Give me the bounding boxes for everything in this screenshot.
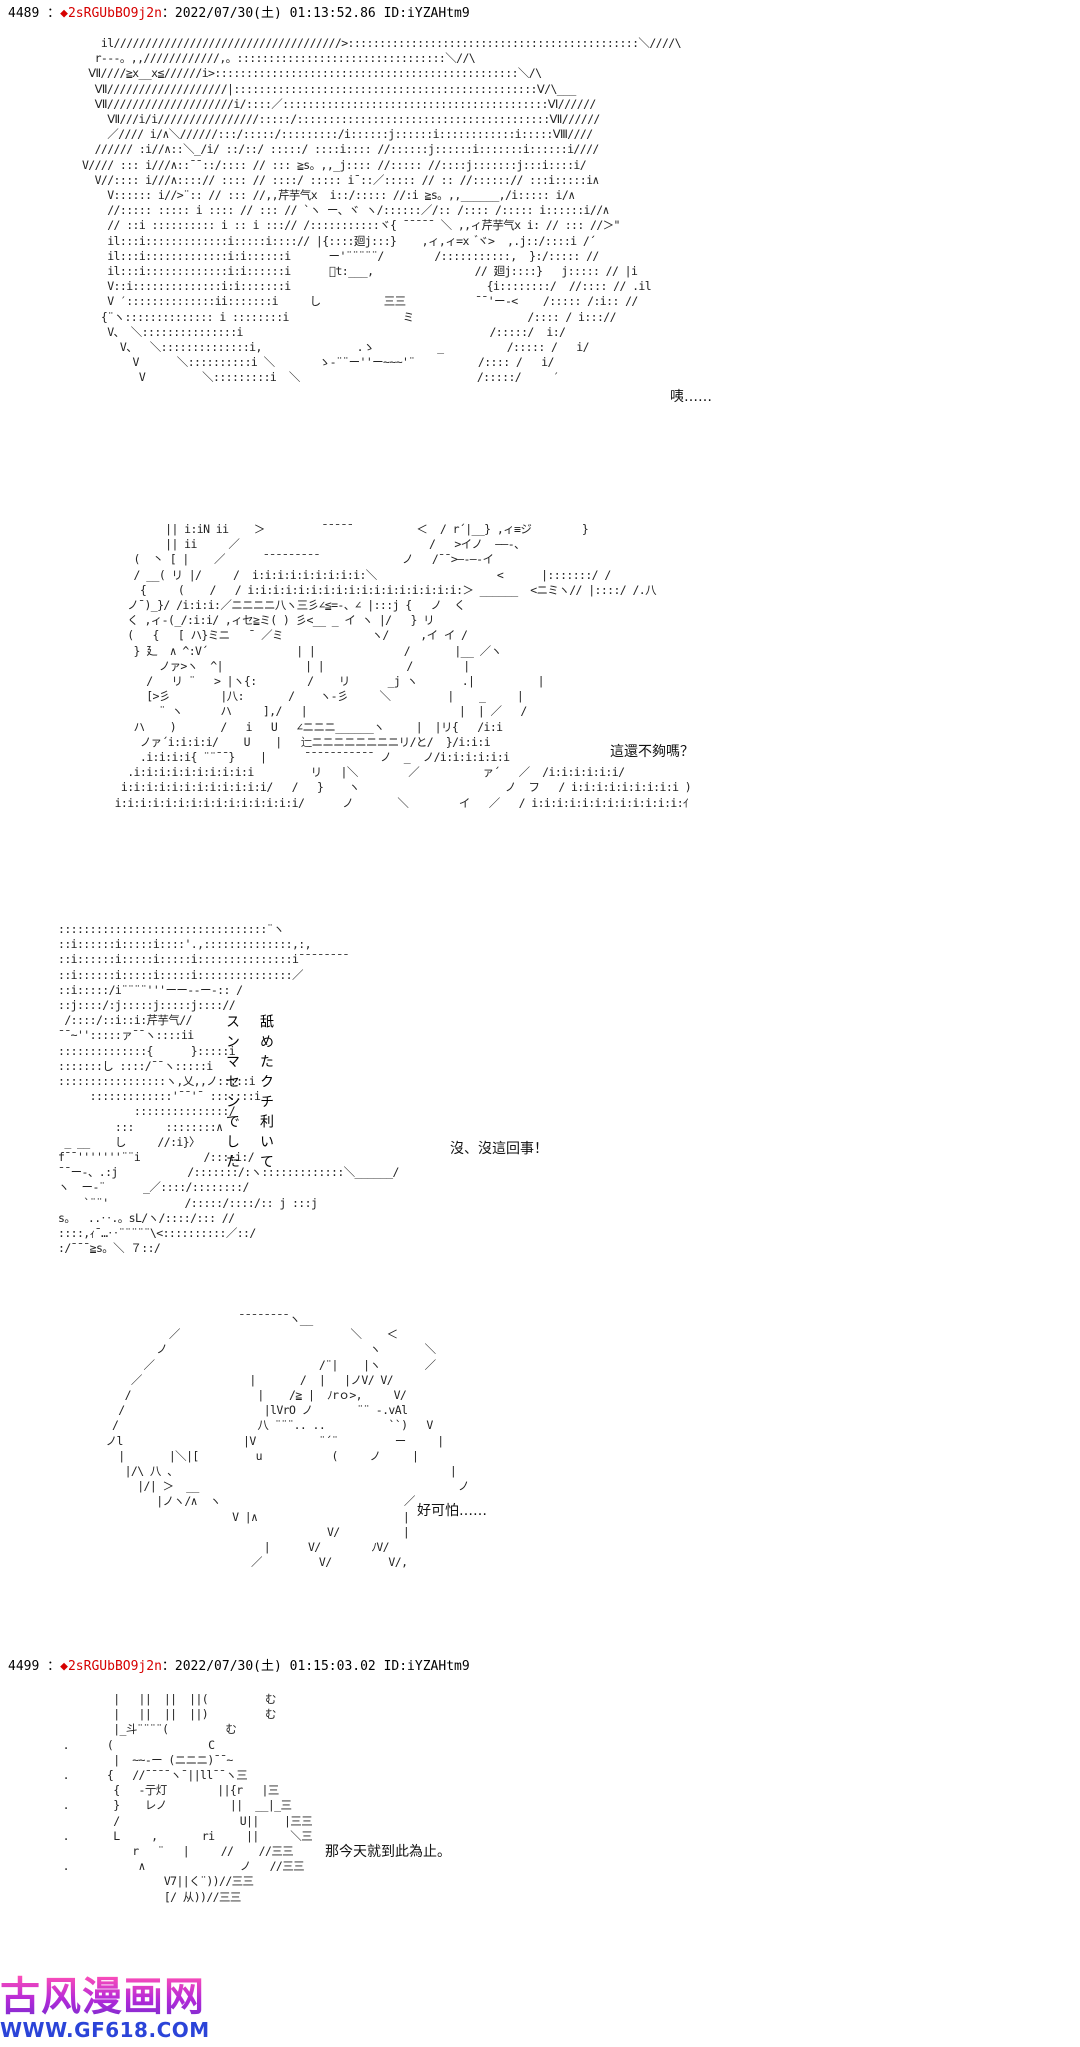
post-timestamp: ：2022/07/30(土) 01:15:03.02 (161, 1659, 376, 1674)
post-id[interactable]: ID:iYZAHtm9 (383, 1659, 470, 1674)
trip-mark-icon: ◆ (60, 6, 68, 21)
trip-mark-icon: ◆ (60, 1659, 68, 1674)
aa-vertical-col-1: スンマセンでした (224, 1014, 240, 1174)
dialog-line-5: 那今天就到此為止。 (325, 1844, 451, 1860)
post-id[interactable]: ID:iYZAHtm9 (383, 6, 470, 21)
post-separator: ： (47, 6, 61, 21)
watermark-logo: 古风漫画网 (0, 1975, 240, 2019)
post-header-4489: 4489 ：◆2sRGUbBO9j2n：2022/07/30(土) 01:13:… (8, 6, 470, 22)
post-trip[interactable]: 2sRGUbBO9j2n (67, 1659, 162, 1674)
post-number: 4499 (8, 1659, 40, 1674)
post-trip[interactable]: 2sRGUbBO9j2n (67, 6, 162, 21)
post-header-4499: 4499 ：◆2sRGUbBO9j2n：2022/07/30(土) 01:15:… (8, 1659, 470, 1675)
dialog-line-3: 沒、沒這回事！ (450, 1141, 548, 1157)
aa-panel-girl-hat: il////////////////////////////////////>:… (44, 36, 682, 385)
aa-panel-back-figure: || i:iN ii ＞ ¯¯¯¯¯ ＜ / r´|__} ,ィ≡ジ } || … (114, 522, 692, 810)
aa-panel-bowing: :::::::::::::::::::::::::::::::::¨ヽ ::i:… (58, 922, 399, 1256)
dialog-line-4: 好可怕…… (417, 1503, 487, 1519)
dialog-line-2: 這還不夠嗎？ (610, 744, 694, 760)
site-watermark: 古风漫画网 WWW.GF618.COM (0, 1975, 240, 2041)
aa-panel-lamp: | || || ||( む | || || ||) む |_斗¨¨¨¨( む .… (50, 1692, 313, 1904)
aa-panel-scared: ¯¯¯¯¯¯¯¯ヽ__ ／ ＼ ＜ ノ ヽ ＼ ／ /¨| |ヽ ／ ／ (105, 1312, 470, 1570)
post-separator: ： (47, 1659, 61, 1674)
dialog-line-1: 咦…… (670, 389, 712, 405)
post-number: 4489 (8, 6, 40, 21)
post-timestamp: ：2022/07/30(土) 01:13:52.86 (161, 6, 376, 21)
watermark-url[interactable]: WWW.GF618.COM (0, 2018, 210, 2042)
aa-vertical-col-2: 舐めたクチ利いて (258, 1014, 274, 1174)
